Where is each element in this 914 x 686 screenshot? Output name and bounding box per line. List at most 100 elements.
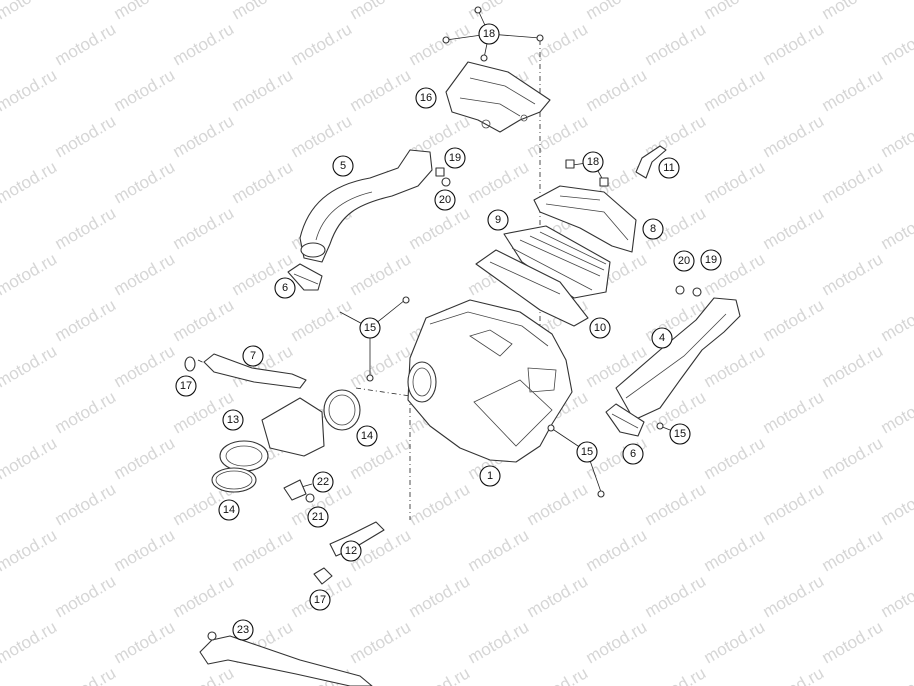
part-1-airbox (407, 299, 573, 463)
watermark-text: motod.ru (760, 295, 828, 345)
callout-label: 18 (587, 156, 599, 168)
watermark-text: motod.ru (642, 19, 710, 69)
callout-22: 22 (312, 471, 334, 493)
watermark-text: motod.ru (229, 525, 297, 575)
callout-20: 20 (434, 189, 456, 211)
watermark-text: motod.ru (760, 111, 828, 161)
watermark-text: motod.ru (170, 111, 238, 161)
watermark-text: motod.ru (0, 617, 60, 667)
callout-circle (242, 345, 264, 367)
callout-circle (622, 443, 644, 465)
part-9-air-filter (503, 225, 611, 299)
watermark-text: motod.ru (819, 525, 887, 575)
callout-circle (274, 277, 296, 299)
watermark-text: motod.ru (288, 295, 356, 345)
callout-circle (312, 471, 334, 493)
watermark-text: motod.ru (642, 479, 710, 529)
watermark-text: motod.ru (642, 571, 710, 621)
callout-label: 5 (340, 160, 346, 172)
watermark-text: motod.ru (819, 617, 887, 667)
callout-14: 14 (356, 425, 378, 447)
part-11-hose-clip (635, 145, 667, 179)
callout-label: 15 (364, 322, 376, 334)
callout-label: 23 (237, 624, 249, 636)
watermark-text: motod.ru (819, 341, 887, 391)
watermark-text: motod.ru (524, 111, 592, 161)
watermark-text: motod.ru (465, 157, 533, 207)
part-7-breather-hose (184, 353, 307, 389)
callout-23: 23 (232, 619, 254, 641)
watermark-text: motod.ru (878, 387, 914, 437)
watermark-text: motod.ru (229, 0, 297, 23)
callout-circle (359, 317, 381, 339)
callout-19: 19 (700, 249, 722, 271)
callout-label: 7 (250, 350, 256, 362)
watermark-text: motod.ru (406, 479, 474, 529)
watermark-text: motod.ru (406, 203, 474, 253)
watermark-text: motod.ru (819, 157, 887, 207)
watermark-text: motod.ru (52, 203, 120, 253)
callout-circle (309, 589, 331, 611)
callout-circle (700, 249, 722, 271)
callout-circle (175, 375, 197, 397)
callout-5: 5 (332, 155, 354, 177)
watermark-text: motod.ru (52, 19, 120, 69)
watermark-text: motod.ru (701, 0, 769, 23)
watermark-text: motod.ru (524, 663, 592, 686)
callout-14: 14 (218, 499, 240, 521)
watermark-text: motod.ru (347, 65, 415, 115)
watermark-text: motod.ru (347, 433, 415, 483)
callout-circle (356, 425, 378, 447)
callout-label: 19 (705, 254, 717, 266)
callout-10: 10 (589, 317, 611, 339)
part-8-airbox-lid (533, 185, 637, 253)
callout-19: 19 (444, 147, 466, 169)
watermark-text: motod.ru (701, 341, 769, 391)
callout-label: 15 (674, 428, 686, 440)
callout-label: 4 (659, 332, 665, 344)
callout-18: 18 (582, 151, 604, 173)
callout-circle (232, 619, 254, 641)
callout-20: 20 (673, 250, 695, 272)
watermark-text: motod.ru (760, 571, 828, 621)
watermark-text: motod.ru (111, 157, 179, 207)
part-6-seal-lower (605, 403, 645, 437)
watermark-text: motod.ru (111, 341, 179, 391)
watermark-text: motod.ru (878, 479, 914, 529)
callout-circle (576, 441, 598, 463)
callout-label: 11 (663, 162, 674, 174)
watermark-text: motod.ru (229, 157, 297, 207)
watermark-text: motod.ru (524, 479, 592, 529)
part-16-control-unit (445, 61, 551, 133)
watermark-text: motod.ru (760, 19, 828, 69)
watermark-text: motod.ru (52, 571, 120, 621)
callout-circle (642, 218, 664, 240)
callout-circle (332, 155, 354, 177)
callout-17: 17 (175, 375, 197, 397)
callout-15: 15 (669, 423, 691, 445)
watermark-text: motod.ru (406, 663, 474, 686)
callout-label: 16 (420, 92, 432, 104)
watermark-text: motod.ru (347, 0, 415, 23)
callout-label: 9 (495, 214, 501, 226)
watermark-text: motod.ru (760, 203, 828, 253)
watermark-text: motod.ru (465, 617, 533, 667)
callout-6: 6 (274, 277, 296, 299)
callout-label: 14 (361, 430, 373, 442)
watermark-text: motod.ru (170, 295, 238, 345)
callout-label: 17 (180, 380, 192, 392)
part-14-ring-upper (323, 389, 361, 431)
watermark-text: motod.ru (583, 65, 651, 115)
watermark-text: motod.ru (878, 295, 914, 345)
watermark-text: motod.ru (0, 0, 60, 23)
watermark-text: motod.ru (642, 663, 710, 686)
watermark-text: motod.ru (0, 341, 60, 391)
watermark-text: motod.ru (583, 525, 651, 575)
callout-label: 20 (678, 255, 690, 267)
part-10-filter-frame (475, 249, 589, 327)
watermark-text: motod.ru (111, 65, 179, 115)
callout-1: 1 (479, 465, 501, 487)
watermark-text: motod.ru (878, 571, 914, 621)
watermark-text: motod.ru (0, 479, 1, 529)
